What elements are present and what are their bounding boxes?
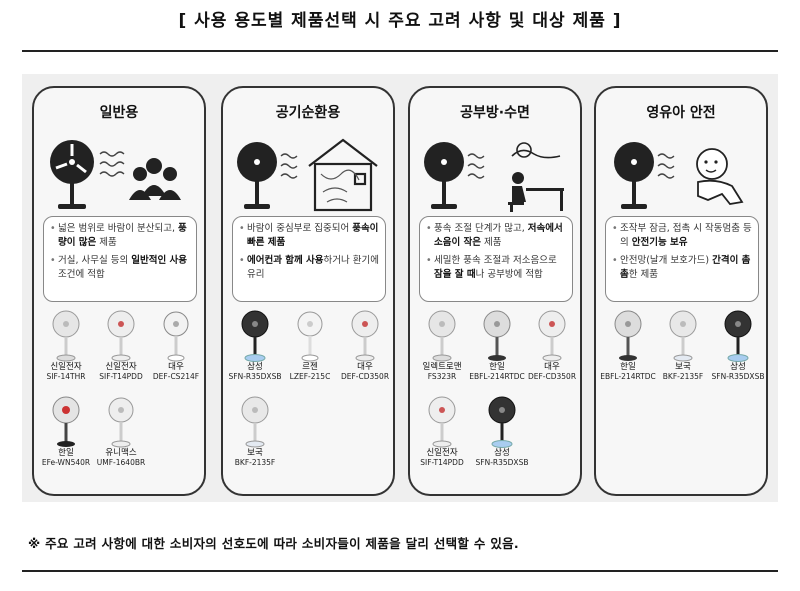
product-item: 일렉트로맨 FS323R	[414, 310, 470, 382]
panel-title: 공기순환용	[275, 105, 341, 121]
product-item: 대우 DEF-CD350R	[524, 310, 580, 382]
product-item: 대우 DEF-CS214F	[148, 310, 204, 382]
bullet: 에어컨과 함께 사용하거나 환기에 유리	[239, 254, 379, 282]
standing-fan-icon	[614, 310, 642, 361]
standing-fan-icon	[428, 310, 456, 362]
bullet: 거실, 사무실 등의 일반적인 사용 조건에 적합	[50, 254, 190, 282]
product-list: 한일 EBFL-214RTDC 보국 BKF-2135F 삼성 SFN-R35D…	[600, 310, 766, 490]
bullet: 바람이 중심부로 집중되어 풍속이 빠른 제품	[239, 222, 379, 250]
standing-fan-icon	[669, 310, 697, 362]
product-item: 삼성 SFN-R35DXSB	[710, 310, 766, 382]
product-item: 보국 BKF-2135F	[227, 396, 283, 468]
panel-infant-safety: 영유아 안전 조작부 잠금, 접촉 시 작동멈춤 등의 안전기능 보유 안전망(…	[594, 86, 768, 496]
page-title: [ 사용 용도별 제품선택 시 주요 고려 사항 및 대상 제품 ]	[178, 11, 622, 31]
product-item: 보국 BKF-2135F	[655, 310, 711, 382]
description-box: 조작부 잠금, 접촉 시 작동멈춤 등의 안전기능 보유 안전망(날개 보호가드…	[605, 216, 759, 302]
bullet: 넓은 범위로 바람이 분산되고, 풍량이 많은 제품	[50, 222, 190, 250]
panel-air-circulation: 공기순환용 바람이 중심부로 집중되어 풍속이 빠른 제품 에어컨과 함께 사용…	[221, 86, 395, 496]
panel-title: 공부방·수면	[460, 105, 530, 121]
bullet: 세밀한 풍속 조절과 저소음으로 잠을 잘 때나 공부방에 적합	[426, 254, 566, 282]
product-item: 신일전자 SIF-T14PDD	[414, 396, 470, 468]
product-item: 유니맥스 UMF-1640BR	[93, 396, 149, 468]
standing-fan-icon	[538, 310, 566, 362]
panel-study-sleep: 공부방·수면 풍속 조절 단계가 많고, 저속에서	[408, 86, 582, 496]
panel-title: 영유아 안전	[646, 105, 716, 121]
bottom-rule	[22, 570, 778, 572]
usage-figure: 일반용 넓은 범위로 바람이 분산되고, 풍량이 많은 제품 거실, 사무실 등…	[22, 74, 778, 502]
standing-fan-icon	[52, 310, 80, 362]
product-item: 신일전자 SIF-14THR	[38, 310, 94, 382]
description-box: 풍속 조절 단계가 많고, 저속에서 소음이 작은 제품 세밀한 풍속 조절과 …	[419, 216, 573, 302]
product-list: 일렉트로맨 FS323R 한일 EBFL-214RTDC 대우 DEF-CD35…	[414, 310, 580, 490]
standing-fan-icon	[724, 310, 752, 362]
description-box: 바람이 중심부로 집중되어 풍속이 빠른 제품 에어컨과 함께 사용하거나 환기…	[232, 216, 386, 302]
bullet: 조작부 잠금, 접촉 시 작동멈춤 등의 안전기능 보유	[612, 222, 752, 250]
fan-sleep-study-icon	[424, 142, 564, 212]
panel-title: 일반용	[99, 105, 139, 121]
standing-fan-icon	[428, 396, 456, 448]
product-list: 삼성 SFN-R35DXSB 르젠 LZEF-215C 대우 DEF-CD350…	[227, 310, 393, 490]
standing-fan-icon	[163, 311, 189, 362]
standing-fan-icon	[241, 396, 269, 448]
bullet: 안전망(날개 보호가드) 간격이 촘촘한 제품	[612, 254, 752, 282]
description-box: 넓은 범위로 바람이 분산되고, 풍량이 많은 제품 거실, 사무실 등의 일반…	[43, 216, 197, 302]
product-item: 신일전자 SIF-T14PDD	[93, 310, 149, 382]
footnote: ※ 주요 고려 사항에 대한 소비자의 선호도에 따라 소비자들이 제품을 달리…	[28, 536, 519, 551]
fan-baby-icon	[614, 142, 744, 209]
bullet: 풍속 조절 단계가 많고, 저속에서 소음이 작은 제품	[426, 222, 566, 250]
top-rule	[22, 50, 778, 52]
standing-fan-icon	[107, 310, 135, 362]
standing-fan-icon	[241, 310, 269, 362]
fan-wind-house-icon	[237, 138, 378, 212]
product-item: 삼성 SFN-R35DXSB	[474, 396, 530, 468]
product-item: 한일 EBFL-214RTDC	[469, 310, 525, 382]
product-item: 한일 EFe-WN540R	[38, 396, 94, 468]
standing-fan-icon	[297, 311, 323, 362]
product-list: 신일전자 SIF-14THR 신일전자 SIF-T14PDD 대우 DEF-CS…	[38, 310, 204, 490]
standing-fan-icon	[483, 310, 511, 361]
panel-general: 일반용 넓은 범위로 바람이 분산되고, 풍량이 많은 제품 거실, 사무실 등…	[32, 86, 206, 496]
product-item: 르젠 LZEF-215C	[282, 310, 338, 382]
product-item: 삼성 SFN-R35DXSB	[227, 310, 283, 382]
product-item: 대우 DEF-CD350R	[337, 310, 393, 382]
standing-fan-icon	[351, 310, 379, 362]
standing-fan-icon	[108, 397, 134, 448]
standing-fan-icon	[488, 396, 516, 448]
product-item: 한일 EBFL-214RTDC	[600, 310, 656, 382]
standing-fan-icon	[52, 396, 80, 447]
fan-wind-people-icon	[50, 140, 181, 209]
